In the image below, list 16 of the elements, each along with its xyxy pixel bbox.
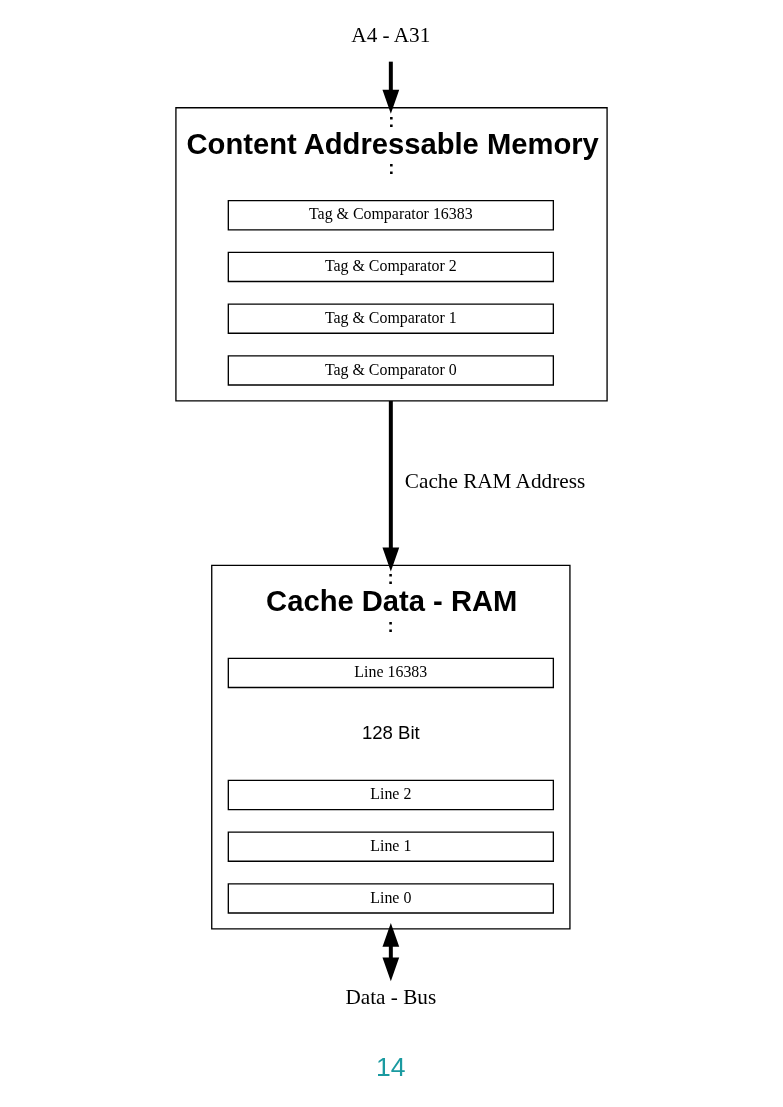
- arrow: [382, 61, 400, 114]
- node-box: Tag & Comparator 2: [227, 251, 554, 283]
- node-box: Line 0: [227, 883, 554, 914]
- node-text: A4 - A31: [351, 23, 431, 48]
- node-box: Line 2: [227, 779, 554, 811]
- node-box: Tag & Comparator 1: [227, 303, 554, 334]
- label: 128 Bit: [361, 721, 420, 743]
- node-box: Line 1: [227, 831, 554, 862]
- node-box: Tag & Comparator 0: [227, 355, 554, 386]
- edge-label: Cache RAM Address: [404, 469, 586, 494]
- node-box: Tag & Comparator 16383: [227, 199, 554, 231]
- arrow: [382, 400, 400, 572]
- arrow: [382, 922, 400, 982]
- node-box: Line 16383: [227, 657, 554, 689]
- node-text: Data - Bus: [345, 985, 437, 1010]
- label: 14: [376, 1052, 406, 1083]
